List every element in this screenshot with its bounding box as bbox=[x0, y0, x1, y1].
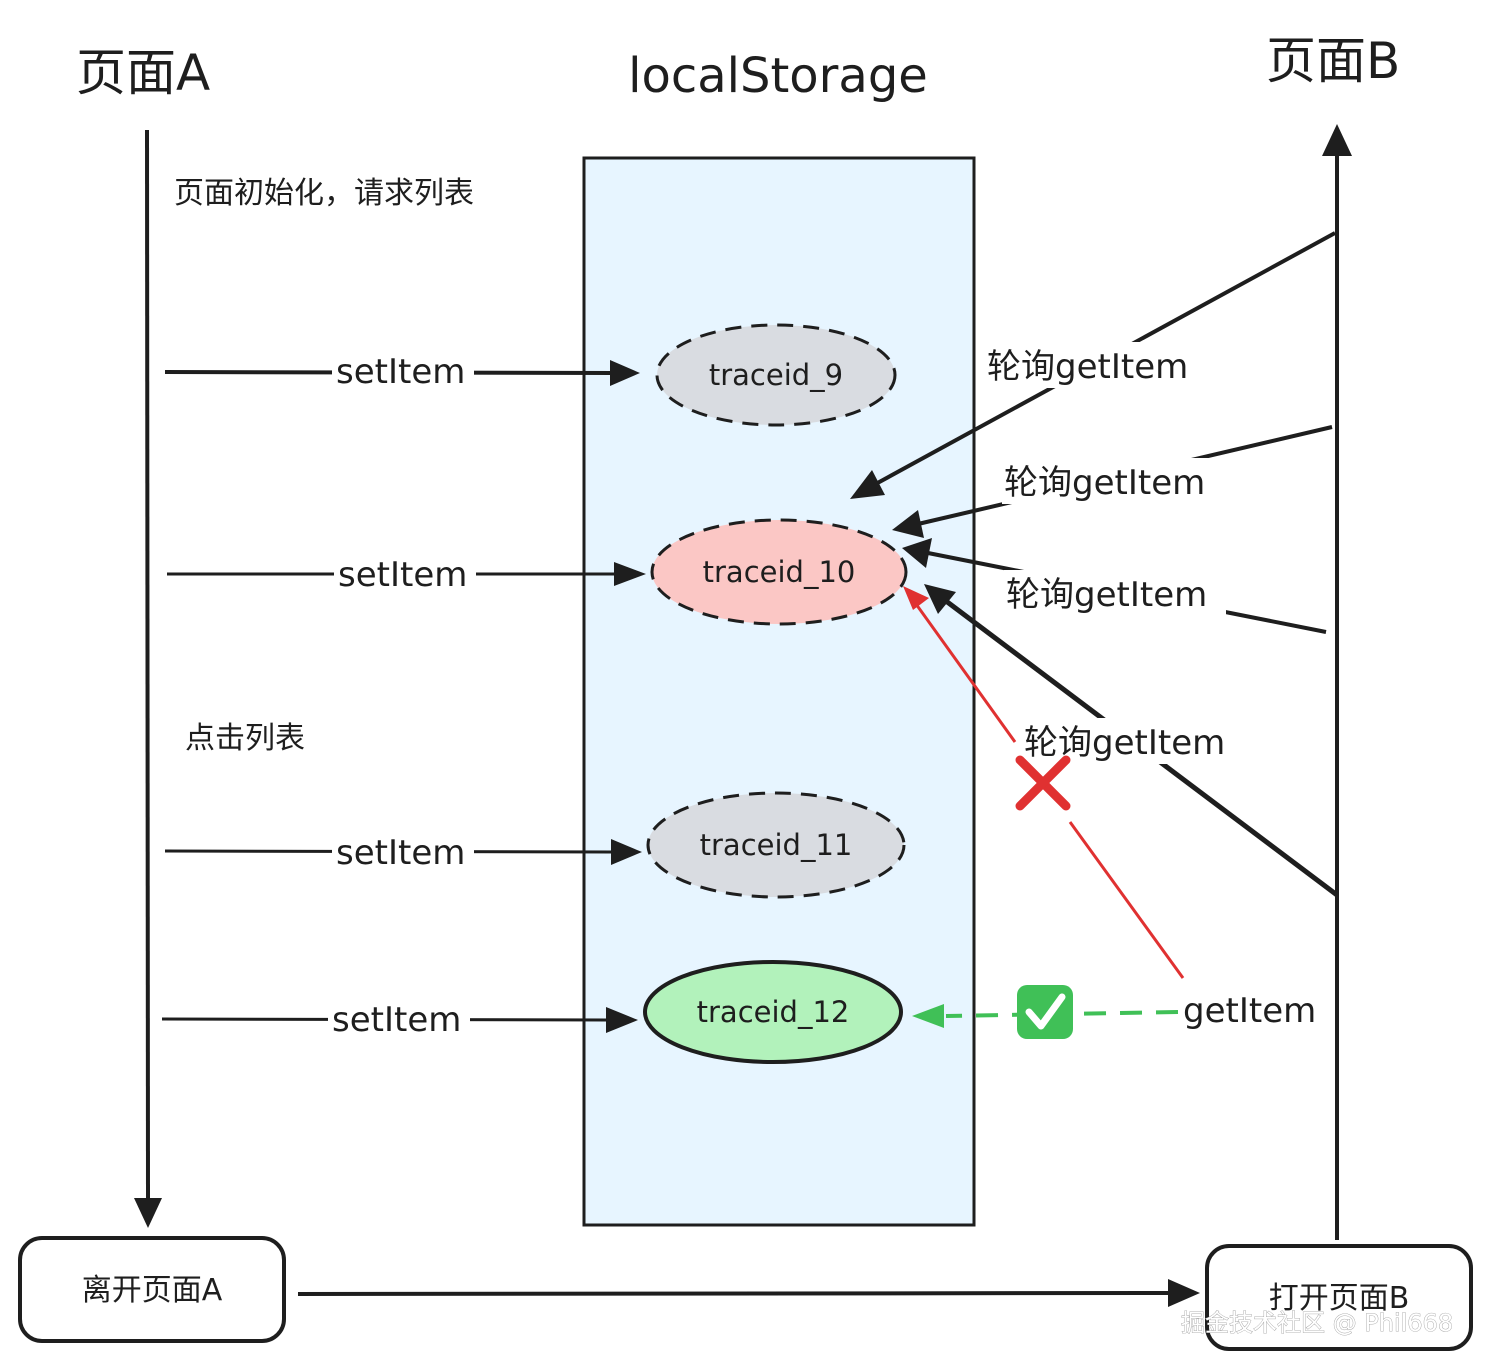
failed-get-item-arrow bbox=[903, 586, 1185, 979]
node-traceid-10: traceid_10 bbox=[650, 518, 908, 626]
leave-page-a-box: 离开页面A bbox=[18, 1236, 286, 1343]
localstorage-container bbox=[582, 156, 976, 1227]
set-item-arrow-3: setItem bbox=[164, 830, 642, 873]
page-b-title: 页面B bbox=[1266, 32, 1400, 90]
set-item-label-3: setItem bbox=[336, 833, 465, 873]
cross-mark-icon bbox=[1015, 755, 1071, 811]
poll-arrow-3: 轮询getItem bbox=[902, 538, 1327, 634]
poll-label-4: 轮询getItem bbox=[1024, 723, 1225, 763]
check-mark-icon bbox=[1017, 985, 1073, 1039]
page-a-title: 页面A bbox=[76, 44, 210, 102]
set-item-label-1: setItem bbox=[336, 352, 465, 392]
node-traceid-9-shape bbox=[655, 323, 897, 427]
node-traceid-10-label: traceid_10 bbox=[703, 555, 856, 589]
set-item-arrow-2: setItem bbox=[167, 552, 646, 595]
leave-page-a-label: 离开页面A bbox=[82, 1273, 223, 1308]
leave-to-open-arrow bbox=[297, 1279, 1200, 1307]
node-traceid-9: traceid_9 bbox=[655, 323, 897, 427]
set-item-arrow-1: setItem bbox=[164, 350, 640, 392]
poll-arrow-1: 轮询getItem bbox=[850, 231, 1336, 499]
node-traceid-12-shape bbox=[643, 960, 903, 1064]
poll-arrow-4: 轮询getItem bbox=[924, 584, 1339, 897]
open-page-b-label: 打开页面B bbox=[1269, 1281, 1410, 1316]
set-item-label-4: setItem bbox=[332, 1000, 461, 1040]
page-a-timeline-arrowhead bbox=[134, 1198, 162, 1228]
node-traceid-11-shape bbox=[646, 791, 906, 899]
node-traceid-11: traceid_11 bbox=[646, 791, 906, 899]
node-traceid-12: traceid_12 bbox=[643, 960, 903, 1064]
poll-label-1: 轮询getItem bbox=[987, 347, 1188, 387]
watermark: 掘金技术社区 @ Phil668 bbox=[1181, 1309, 1453, 1337]
get-item-label: getItem bbox=[1183, 991, 1316, 1031]
note-click-list: 点击列表 bbox=[185, 721, 305, 756]
node-traceid-9-label: traceid_9 bbox=[709, 358, 843, 392]
poll-arrow-2: 轮询getItem bbox=[892, 425, 1333, 538]
node-traceid-10-shape bbox=[650, 518, 908, 626]
node-traceid-11-label: traceid_11 bbox=[700, 828, 853, 862]
note-page-init: 页面初始化，请求列表 bbox=[174, 176, 474, 211]
node-traceid-12-label: traceid_12 bbox=[697, 995, 850, 1029]
localstorage-title: localStorage bbox=[628, 48, 928, 104]
open-page-b-box: 打开页面B bbox=[1205, 1244, 1473, 1351]
set-item-arrow-4: setItem bbox=[161, 998, 638, 1040]
page-a-timeline bbox=[145, 129, 150, 1201]
set-item-label-2: setItem bbox=[338, 555, 467, 595]
poll-label-2: 轮询getItem bbox=[1004, 463, 1205, 503]
poll-label-3: 轮询getItem bbox=[1006, 575, 1207, 615]
page-b-timeline-arrowhead bbox=[1322, 124, 1352, 156]
